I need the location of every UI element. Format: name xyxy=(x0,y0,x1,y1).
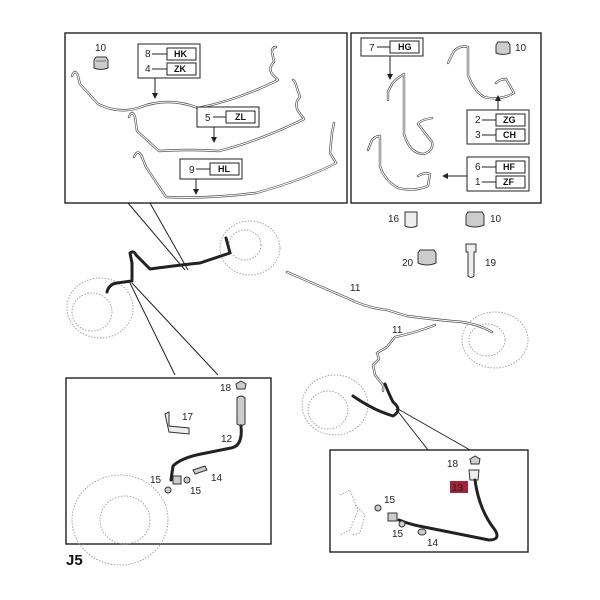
label-clip: 18 xyxy=(447,459,459,470)
callout-num: 4 xyxy=(145,64,151,75)
label-nut: 10 xyxy=(515,43,527,54)
nut-icon xyxy=(465,211,485,228)
hose-end-icon xyxy=(468,469,480,481)
label-bolt: 14 xyxy=(427,538,439,549)
code-box xyxy=(166,47,197,61)
diagram-title: J5 xyxy=(66,552,83,569)
label-hose: 12 xyxy=(221,434,233,445)
hose-12 xyxy=(169,424,243,482)
code-zg: ZG xyxy=(503,115,516,125)
wheel-rear-left xyxy=(301,374,369,436)
code-ch: CH xyxy=(503,130,516,140)
panel-front-brake-pipes: 10 8 HK 4 ZK xyxy=(64,32,348,204)
washer-icon xyxy=(374,504,382,512)
washer-icon xyxy=(398,520,406,528)
union-sleeve-icon xyxy=(404,211,418,228)
washer-icon xyxy=(164,486,172,494)
label-washer-b: 15 xyxy=(190,486,202,497)
label-hose-highlighted: 13 xyxy=(452,483,464,494)
panel-rear-hose-detail: 18 13 15 15 14 xyxy=(329,449,529,553)
label-union-sleeve: 16 xyxy=(388,214,400,225)
wheel-rear-right xyxy=(461,311,529,369)
clip-icon xyxy=(469,455,481,465)
pipe-label-lower: 11 xyxy=(392,325,403,336)
code-box xyxy=(166,62,197,76)
callout-group-hg: 7 HG xyxy=(360,37,424,80)
brake-pipe-hl xyxy=(132,121,338,199)
callout-group-zg-ch: 2 ZG 3 CH xyxy=(466,95,530,145)
callout-num: 2 xyxy=(475,115,481,126)
nut-icon xyxy=(93,56,109,70)
banjo-icon xyxy=(387,512,398,522)
code-zk: ZK xyxy=(174,64,186,74)
label-nut: 20 xyxy=(402,258,414,269)
bracket-icon xyxy=(164,411,190,435)
callout-num: 1 xyxy=(475,177,481,188)
callout-num: 3 xyxy=(475,130,481,141)
callout-num: 7 xyxy=(369,43,375,54)
label-bolt: 19 xyxy=(485,258,497,269)
wheel-front-left xyxy=(66,277,134,339)
callout-group-zl: 5 ZL xyxy=(196,106,260,143)
clip-icon xyxy=(235,380,247,390)
pipe-label-upper: 11 xyxy=(350,283,361,294)
callout-group-hk-zk: 8 HK 4 ZK xyxy=(137,43,201,99)
hose-13 xyxy=(397,478,499,542)
panel-flexible-hoses: 10 7 HG 2 ZG 3 xyxy=(350,32,542,204)
code-hf: HF xyxy=(503,162,515,172)
banjo-icon xyxy=(172,475,182,485)
label-washer-a: 15 xyxy=(150,475,162,486)
nut-icon xyxy=(417,249,437,266)
highlighted-part-badge[interactable] xyxy=(450,481,468,493)
callout-group-hl: 9 HL xyxy=(179,158,243,195)
bolt-icon xyxy=(417,528,427,536)
code-hg: HG xyxy=(398,42,412,52)
label-clip: 18 xyxy=(220,383,232,394)
bolt-icon xyxy=(192,465,208,475)
label-nut: 10 xyxy=(95,43,107,54)
label-bracket: 17 xyxy=(182,412,194,423)
panel-front-hose-detail: 18 17 12 15 15 14 xyxy=(65,377,272,566)
hose-end-icon xyxy=(236,395,246,426)
callout-num: 5 xyxy=(205,113,211,124)
label-nut: 10 xyxy=(490,214,502,225)
label-washer-b: 15 xyxy=(392,529,404,540)
code-zf: ZF xyxy=(503,177,514,187)
callout-group-hf-zf: 6 HF 1 ZF xyxy=(442,156,530,192)
code-zl: ZL xyxy=(235,112,246,122)
code-hl: HL xyxy=(218,164,230,174)
brake-pipe-11-upper xyxy=(285,270,494,334)
brake-pipe-zl xyxy=(127,78,306,153)
nut-icon xyxy=(495,41,511,55)
label-washer-a: 15 xyxy=(384,495,396,506)
washer-icon xyxy=(183,476,191,484)
callout-num: 6 xyxy=(475,162,481,173)
fittings-group: 16 10 20 19 xyxy=(388,211,502,278)
bolt-icon xyxy=(465,243,477,278)
front-brake-line xyxy=(105,236,232,294)
rear-hose xyxy=(351,382,400,418)
vehicle-overview: 11 11 xyxy=(66,202,529,451)
wheel-front-right xyxy=(219,220,281,276)
callout-num: 9 xyxy=(189,165,195,176)
code-hk: HK xyxy=(174,49,187,59)
label-bolt: 14 xyxy=(211,473,223,484)
callout-num: 8 xyxy=(145,49,151,60)
